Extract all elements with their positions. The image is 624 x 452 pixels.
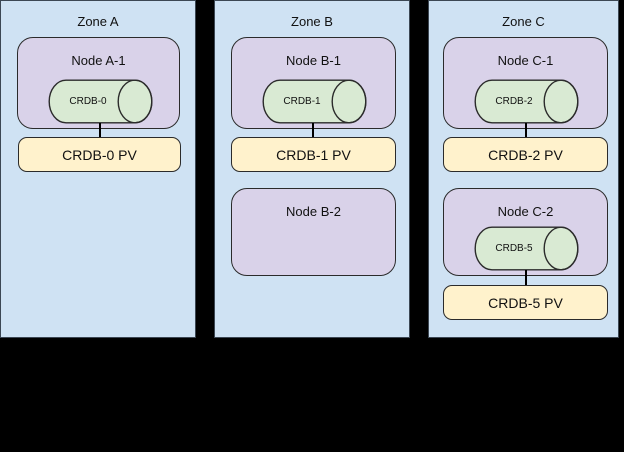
pv-label: CRDB-5 PV: [488, 294, 563, 311]
pv-label: CRDB-1 PV: [276, 146, 351, 163]
database-cylinder-icon: [262, 79, 367, 124]
database-label: CRDB-2: [495, 96, 533, 107]
node-b-1: Node B-1 CRDB-1: [231, 37, 396, 129]
zone-a: Zone A Node A-1 CRDB-0 CRDB-0 PV: [0, 0, 196, 338]
zone-b: Zone B Node B-1 CRDB-1 CRDB-1 PV Node B-…: [214, 0, 410, 338]
crdb-0-cylinder: CRDB-0: [48, 79, 153, 124]
zone-c: Zone C Node C-1 CRDB-2 CRDB-2 PV Node C-…: [428, 0, 619, 338]
database-cylinder-icon: [474, 226, 579, 271]
database-cylinder-icon: [48, 79, 153, 124]
connector-line: [99, 123, 101, 137]
crdb-5-pv-box: CRDB-5 PV: [443, 285, 608, 320]
node-label: Node B-2: [286, 204, 341, 219]
node-b-2: Node B-2: [231, 188, 396, 276]
node-c-2: Node C-2 CRDB-5: [443, 188, 608, 276]
crdb-2-cylinder: CRDB-2: [474, 79, 579, 124]
crdb-5-cylinder: CRDB-5: [474, 226, 579, 271]
zone-label: Zone B: [291, 14, 333, 29]
crdb-2-pv-box: CRDB-2 PV: [443, 137, 608, 172]
connector-line: [525, 123, 527, 137]
connector-line: [312, 123, 314, 137]
node-c-1: Node C-1 CRDB-2: [443, 37, 608, 129]
database-label: CRDB-0: [69, 96, 107, 107]
node-label: Node B-1: [286, 53, 341, 68]
database-label: CRDB-1: [283, 96, 321, 107]
zone-label: Zone A: [77, 14, 119, 29]
pv-label: CRDB-0 PV: [62, 146, 137, 163]
database-label: CRDB-5: [495, 243, 533, 254]
zone-label: Zone C: [502, 14, 545, 29]
node-label: Node C-1: [497, 53, 554, 68]
database-cylinder-icon: [474, 79, 579, 124]
crdb-0-pv-box: CRDB-0 PV: [18, 137, 181, 172]
crdb-1-cylinder: CRDB-1: [262, 79, 367, 124]
node-label: Node C-2: [497, 204, 554, 219]
node-label: Node A-1: [71, 53, 126, 68]
crdb-1-pv-box: CRDB-1 PV: [231, 137, 396, 172]
node-a-1: Node A-1 CRDB-0: [17, 37, 180, 129]
connector-line: [525, 270, 527, 285]
pv-label: CRDB-2 PV: [488, 146, 563, 163]
